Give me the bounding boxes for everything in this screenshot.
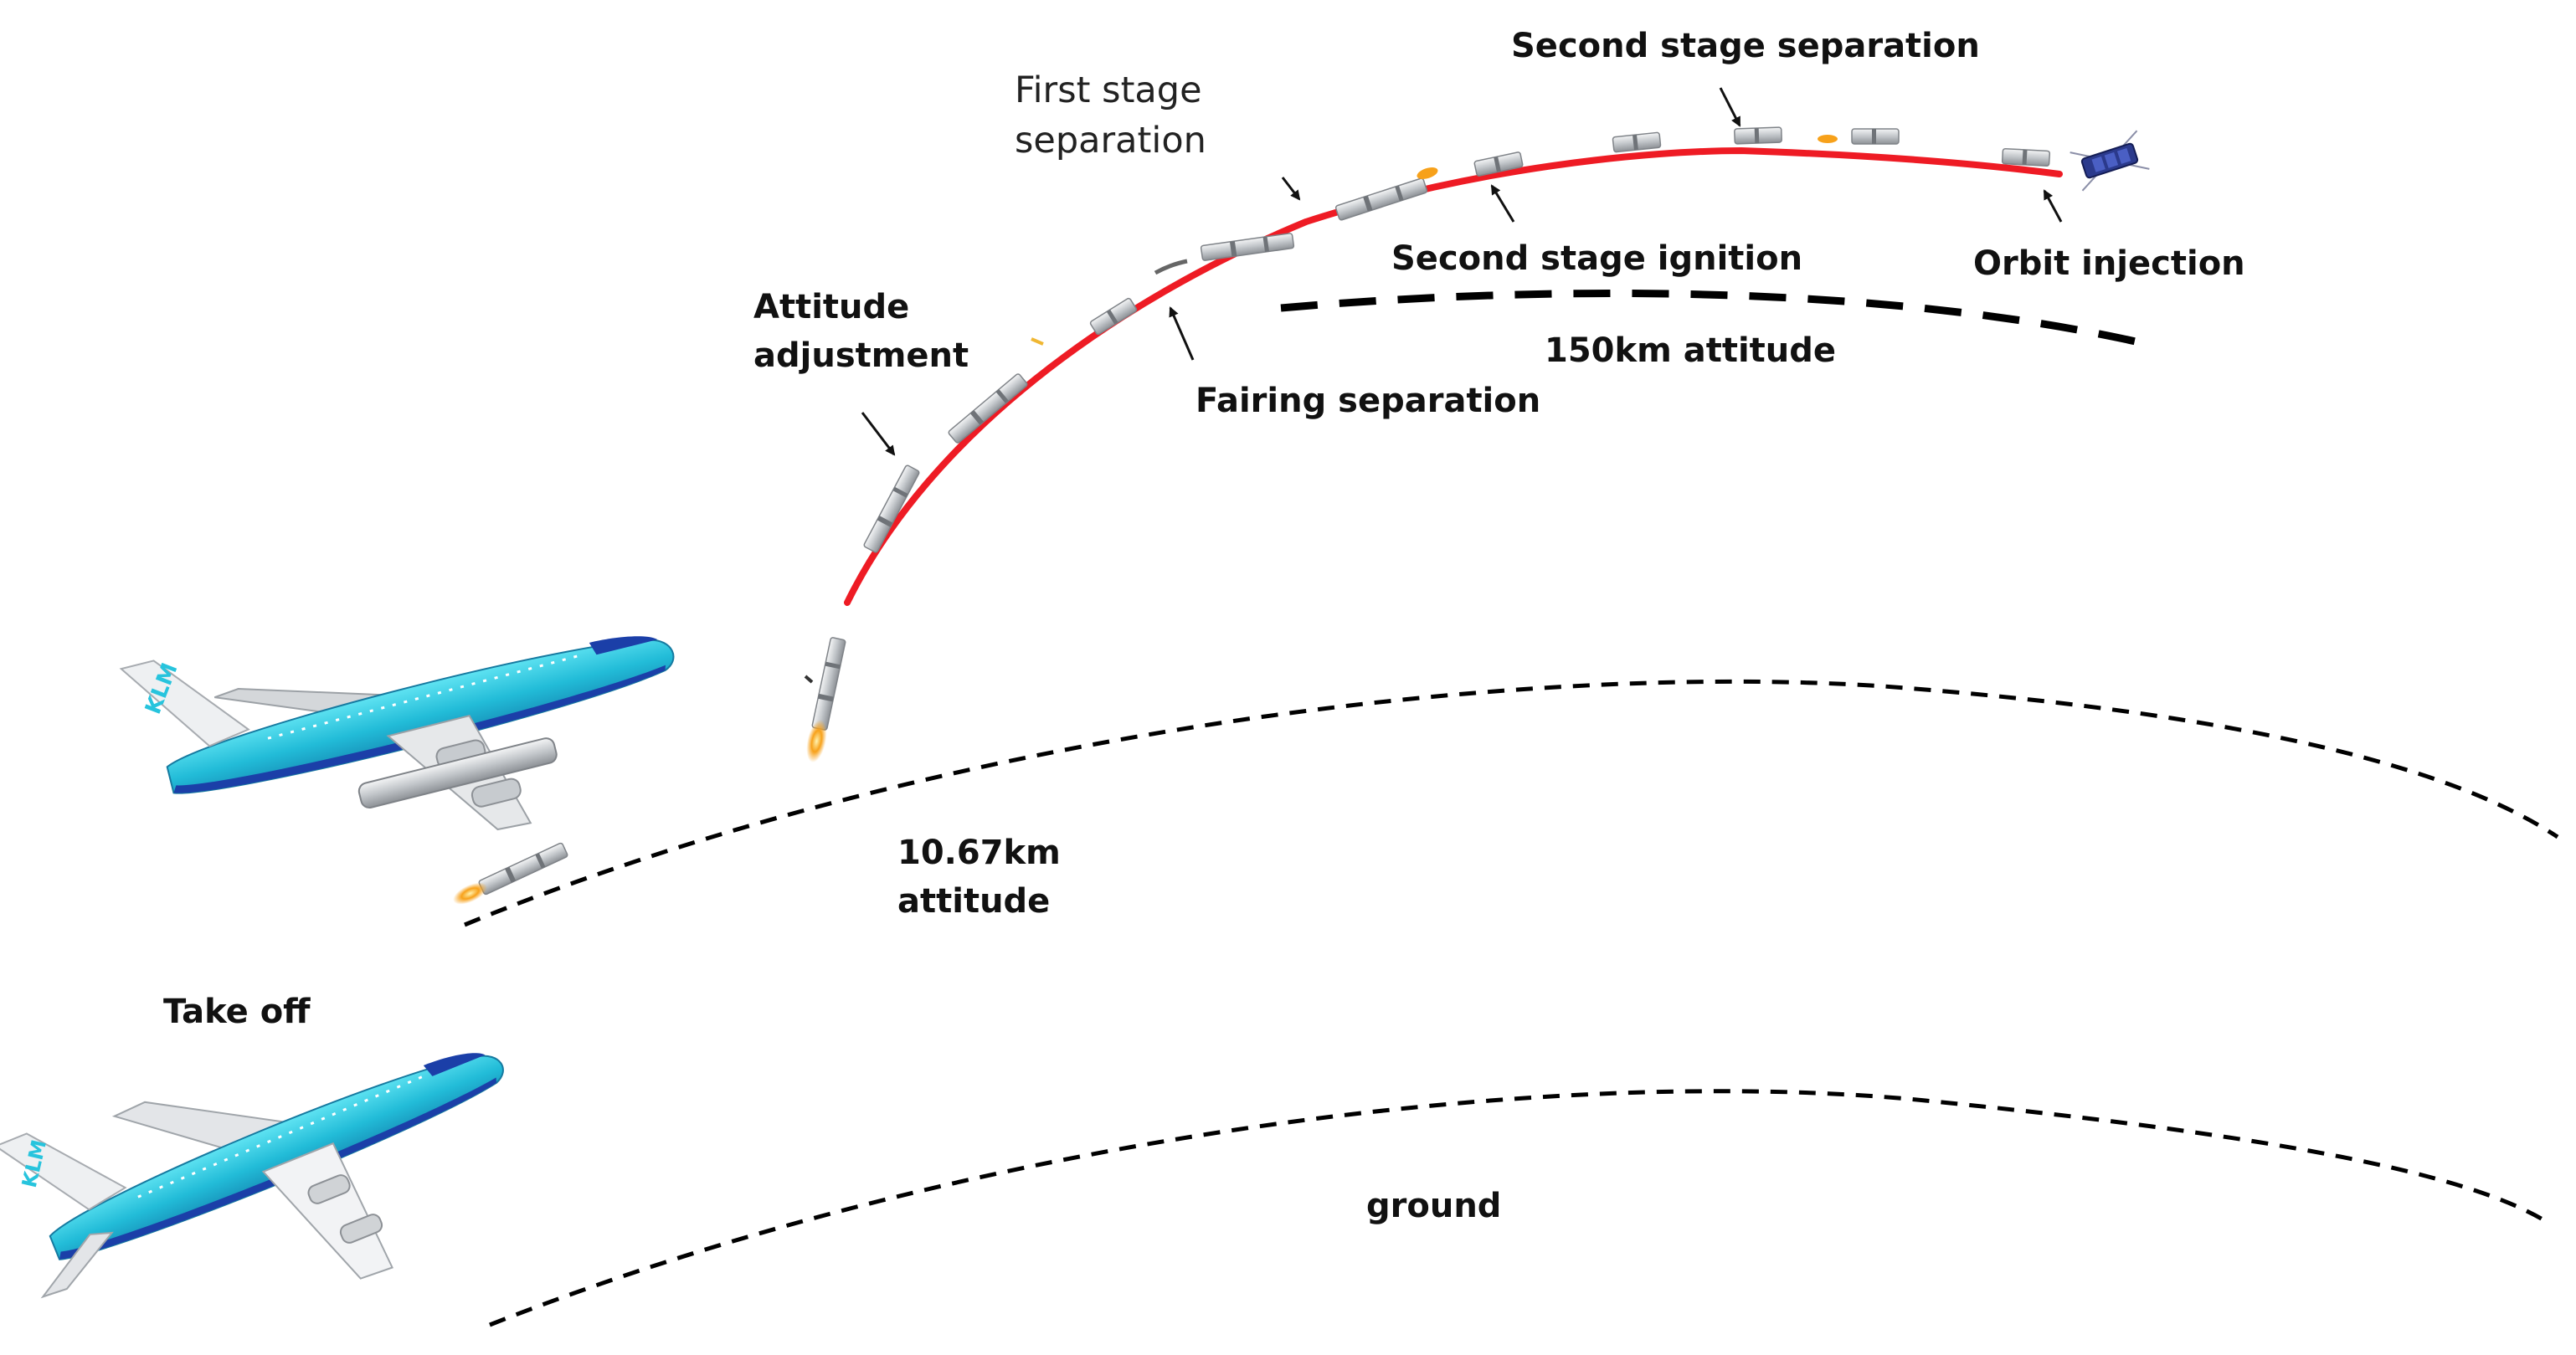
second-stage-separation-label: Second stage separation bbox=[1511, 27, 1980, 65]
altitude-150km-label: 150km attitude bbox=[1545, 331, 1836, 370]
ground-curve bbox=[489, 1089, 2553, 1327]
fairing-debris-icon bbox=[1031, 337, 1044, 346]
rocket-final-stage-icon bbox=[2001, 147, 2051, 167]
rocket-attitude-icon bbox=[862, 464, 921, 554]
orbit-injection-label: Orbit injection bbox=[1973, 244, 2245, 283]
ignition-flame-icon bbox=[1417, 167, 1438, 179]
second-stage-ignition-label: Second stage ignition bbox=[1391, 239, 1802, 278]
attitude-adjustment-line1: Attitude bbox=[753, 288, 909, 326]
ignition-flame-icon bbox=[1818, 135, 1838, 143]
fairing-separation-label: Fairing separation bbox=[1195, 382, 1540, 420]
altitude-10km-line2: attitude bbox=[897, 882, 1050, 921]
altitude-150km-curve bbox=[1280, 290, 2144, 347]
satellite-icon bbox=[2070, 130, 2150, 192]
first-stage-arrow bbox=[1281, 177, 1301, 201]
fairing-arrow bbox=[1169, 306, 1195, 361]
carrier-aircraft-icon: KLM bbox=[119, 636, 675, 831]
rocket-climb-icon bbox=[806, 636, 846, 763]
rocket-upper-stage-icon bbox=[1851, 128, 1900, 145]
second-stage-separation-arrow bbox=[1719, 87, 1741, 127]
altitude-10km-curve bbox=[464, 679, 2559, 927]
rocket-fairing-icon bbox=[1088, 296, 1139, 336]
rocket-coast-icon bbox=[1612, 131, 1662, 153]
orbit-injection-arrow bbox=[2043, 189, 2063, 223]
first-stage-line1: First stage bbox=[1015, 69, 1202, 111]
attitude-adjustment-line2: adjustment bbox=[753, 336, 969, 375]
rocket-first-stage-icon bbox=[1200, 232, 1295, 262]
attitude-adjustment-label: Attitude adjustment bbox=[753, 288, 969, 375]
first-stage-separation-label: First stage separation bbox=[1015, 69, 1213, 162]
rocket-upper-stack-icon bbox=[1334, 177, 1428, 222]
trajectory-path bbox=[844, 146, 2063, 606]
ground-label: ground bbox=[1366, 1187, 1501, 1225]
rocket-separation-icon bbox=[1733, 126, 1783, 145]
rocket-ascent-icon bbox=[947, 372, 1029, 444]
take-off-label: Take off bbox=[163, 993, 311, 1031]
takeoff-aircraft-icon: KLM bbox=[0, 1053, 504, 1299]
attitude-adjustment-arrow bbox=[861, 412, 896, 456]
fairing-debris-icon bbox=[1154, 259, 1188, 275]
rocket-drop-icon bbox=[453, 841, 569, 905]
first-stage-line2: separation bbox=[1015, 120, 1206, 162]
rocket-climb-arrow bbox=[804, 675, 814, 684]
altitude-10km-label: 10.67km attitude bbox=[897, 834, 1072, 921]
altitude-10km-line1: 10.67km bbox=[897, 834, 1061, 872]
second-stage-ignition-arrow bbox=[1490, 184, 1515, 223]
